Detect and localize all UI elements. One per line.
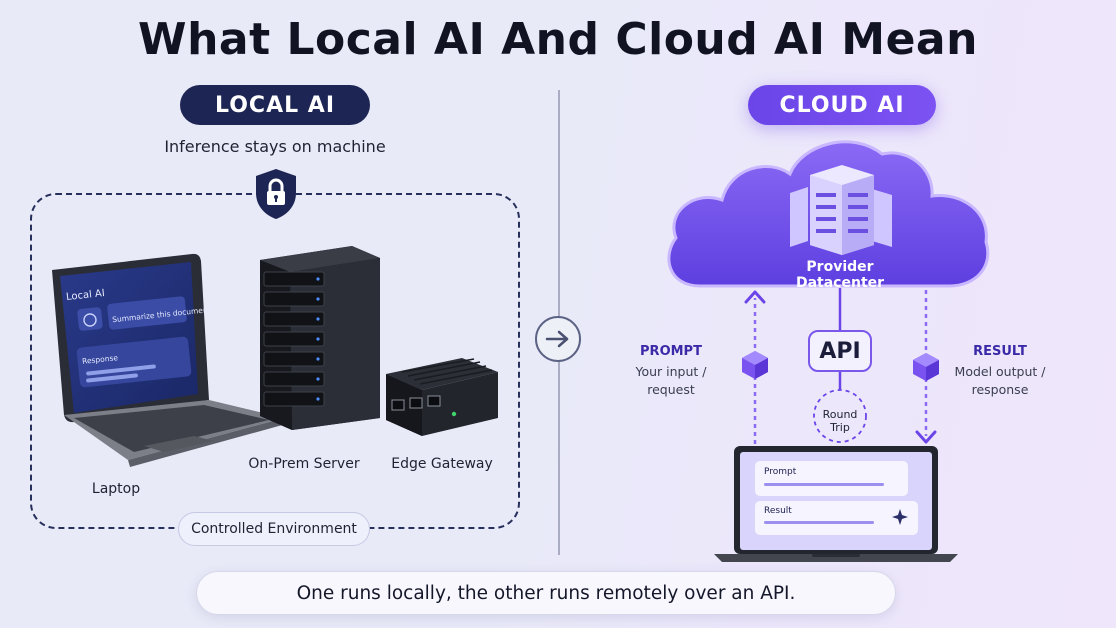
client-prompt-label: Prompt <box>764 467 797 477</box>
lock-icon <box>256 169 296 219</box>
round-trip-label: Round Trip <box>810 408 870 434</box>
client-prompt-line <box>764 483 884 486</box>
result-line-2: response <box>971 382 1029 397</box>
prompt-title: PROMPT <box>640 344 702 359</box>
datacenter-icon <box>790 165 892 255</box>
client-result-label: Result <box>764 506 792 516</box>
server-label: On-Prem Server <box>248 456 360 472</box>
laptop-illustration <box>52 253 286 467</box>
footer-caption: One runs locally, the other runs remotel… <box>196 571 896 615</box>
prompt-line-1: Your input / <box>635 364 707 379</box>
controlled-environment-label: Controlled Environment <box>178 512 370 546</box>
local-ai-badge: LOCAL AI <box>180 85 370 125</box>
client-prompt-card: Prompt <box>755 461 908 496</box>
gateway-label: Edge Gateway <box>391 456 493 472</box>
laptop-label: Laptop <box>91 481 141 497</box>
local-subtitle: Inference stays on machine <box>164 137 386 156</box>
datacenter-label: Provider Datacenter <box>795 259 885 291</box>
prompt-line-2: request <box>647 382 695 397</box>
page-title: What Local AI And Cloud AI Mean <box>138 14 978 65</box>
sparkle-icon <box>892 509 908 525</box>
result-cube-icon <box>913 353 939 381</box>
server-tower-illustration <box>260 246 380 430</box>
cloud-ai-badge: CLOUD AI <box>748 85 936 125</box>
prompt-caption: PROMPT Your input / request <box>626 344 716 399</box>
prompt-cube-icon <box>742 351 768 379</box>
round-trip-line-2: Trip <box>830 421 850 434</box>
round-trip-line-1: Round <box>822 408 858 421</box>
api-badge: API <box>808 330 872 372</box>
result-title: RESULT <box>973 344 1027 359</box>
result-caption: RESULT Model output / response <box>952 344 1048 399</box>
client-result-line <box>764 521 874 524</box>
result-line-1: Model output / <box>954 364 1046 379</box>
arrow-right-icon <box>535 316 581 362</box>
edge-gateway-illustration <box>386 358 498 436</box>
client-result-card: Result <box>755 501 918 535</box>
